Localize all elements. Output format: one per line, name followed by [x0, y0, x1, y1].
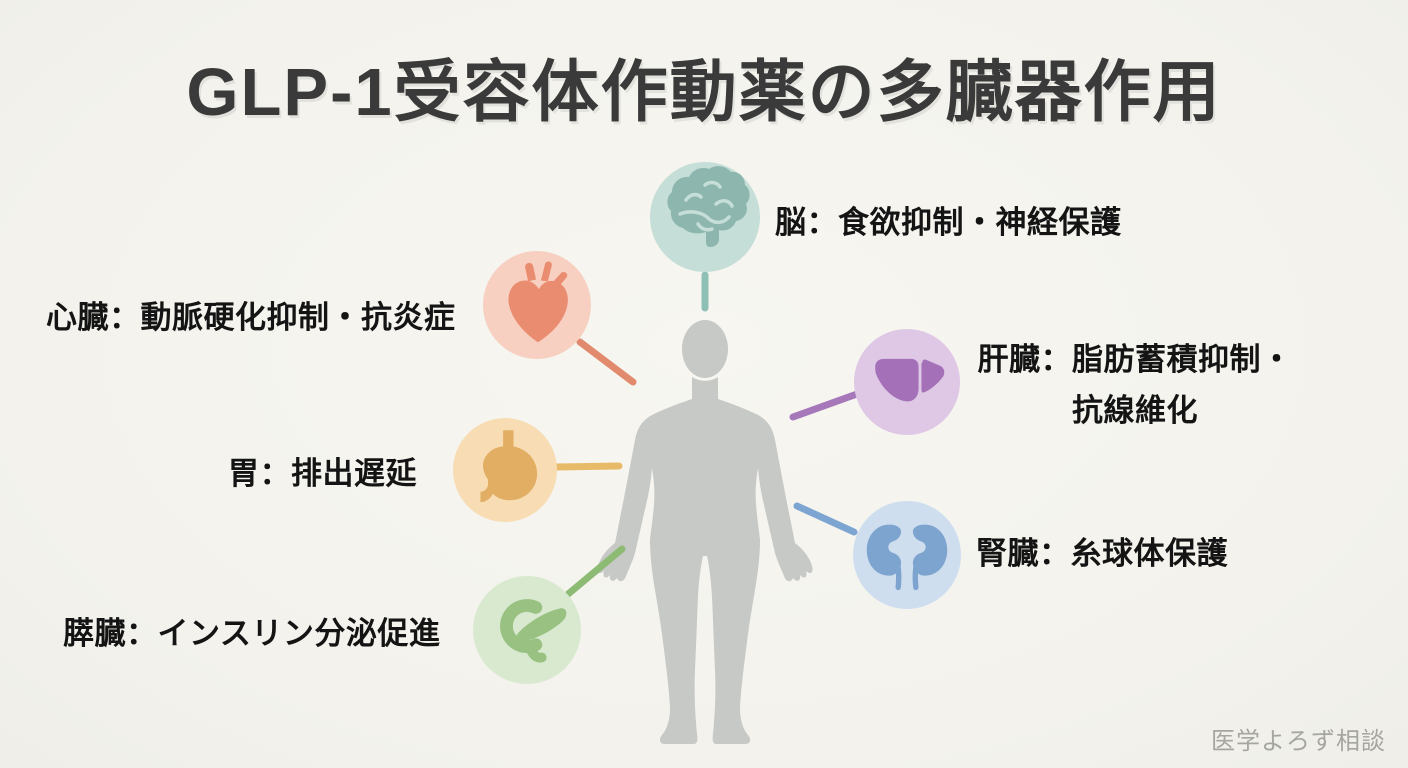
page-title: GLP-1受容体作動薬の多臓器作用	[186, 55, 1222, 130]
label-stomach: 胃：排出遅延	[228, 456, 417, 491]
label-brain: 脳：食欲抑制・神経保護	[775, 205, 1122, 240]
connector-kidney-line	[793, 502, 858, 536]
label-kidney: 腎臓：糸球体保護	[976, 536, 1228, 571]
pancreas-icon	[473, 576, 581, 684]
watermark: 医学よろず相談	[1211, 728, 1386, 755]
connector-pancreas-line	[563, 545, 626, 599]
heart-icon	[483, 251, 591, 359]
human-body-silhouette	[597, 320, 813, 744]
connector-stomach-line	[552, 462, 623, 471]
connector-heart-line	[576, 338, 637, 386]
label-liver: 肝臓：脂肪蓄積抑制・ 抗線維化	[977, 342, 1293, 428]
label-pancreas: 膵臓：インスリン分泌促進	[63, 616, 441, 651]
brain-icon	[650, 162, 760, 272]
stomach-icon	[453, 418, 557, 522]
label-heart: 心臓：動脈硬化抑制・抗炎症	[46, 300, 456, 335]
liver-icon	[854, 329, 960, 435]
kidney-icon	[853, 501, 961, 609]
connector-liver-line	[789, 390, 861, 421]
